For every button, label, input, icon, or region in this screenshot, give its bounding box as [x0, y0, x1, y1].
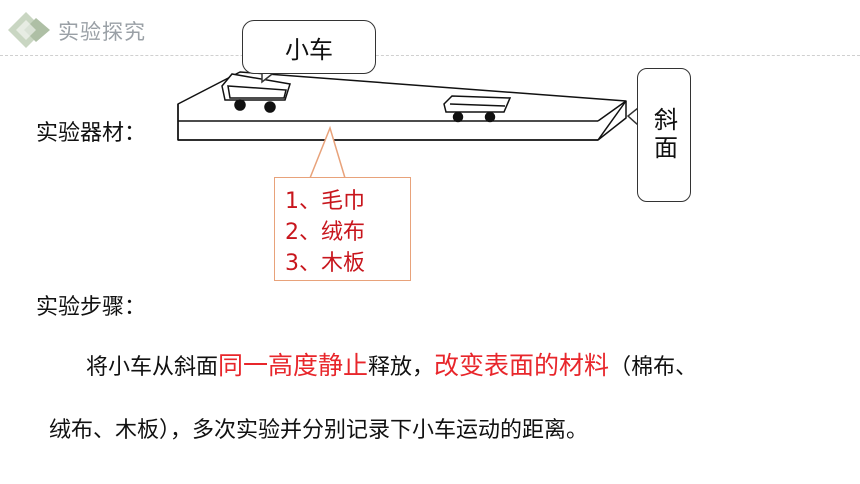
equipment-label: 实验器材： — [36, 121, 147, 146]
material-item-velvet: 2、绒布 — [285, 220, 365, 245]
step-text-line-1: 将小车从斜面同一高度静止释放，改变表面的材料（棉布、 — [86, 346, 697, 382]
materials-callout-pointer — [309, 125, 346, 179]
header-divider — [0, 55, 860, 56]
toy-car-top — [221, 73, 291, 113]
highlight-same-height: 同一高度静止 — [218, 351, 369, 380]
ramp-diagram — [177, 70, 639, 179]
material-item-wood: 3、木板 — [285, 251, 365, 276]
materials-callout: 1、毛巾 2、绒布 3、木板 — [274, 177, 411, 281]
diamond-logo-icon — [8, 12, 50, 48]
highlight-change-material: 改变表面的材料 — [434, 351, 610, 380]
ramp-board — [177, 71, 627, 141]
step-text-line-2: 绒布、木板），多次实验并分别记录下小车运动的距离。 — [49, 418, 589, 443]
step-text: 释放， — [368, 355, 435, 380]
car-callout: 小车 — [242, 20, 376, 74]
toy-car-flat — [443, 95, 512, 123]
material-item-towel: 1、毛巾 — [285, 189, 365, 214]
slope-callout-pointer — [626, 107, 639, 126]
step-text: 将小车从斜面 — [86, 355, 219, 380]
slope-callout: 斜面 — [637, 68, 691, 202]
page-title: 实验探究 — [58, 20, 146, 44]
steps-label: 实验步骤： — [36, 295, 147, 320]
step-text: （棉布、 — [609, 355, 698, 380]
